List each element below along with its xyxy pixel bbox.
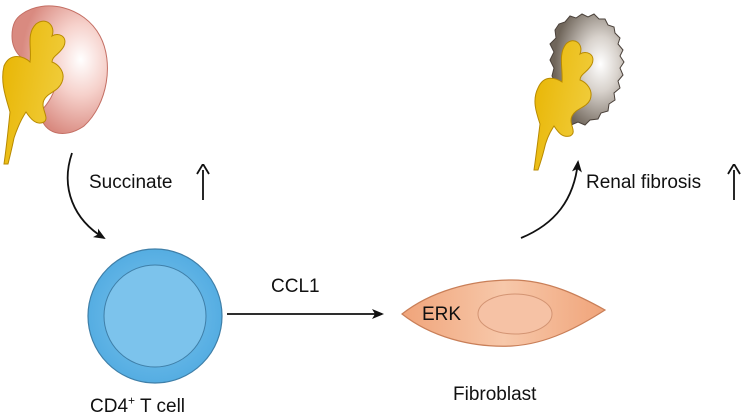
succinate-flow-arrow — [66, 152, 106, 240]
up-arrow-icon — [727, 164, 741, 200]
renal-fibrosis-label: Renal fibrosis — [586, 172, 702, 193]
succinate-label: Succinate — [89, 172, 173, 193]
fibroblast-label: Fibroblast — [453, 384, 537, 405]
fibroblast-nucleus — [477, 293, 553, 335]
t-cell-label-superscript: + — [128, 393, 136, 408]
erk-label: ERK — [422, 304, 462, 325]
fibrotic-kidney-icon — [533, 13, 625, 171]
healthy-kidney-icon — [2, 5, 108, 165]
fibroblast-icon — [401, 279, 607, 347]
t-cell-label: CD4+ T cell — [90, 393, 186, 418]
fibrosis-flow-arrow — [520, 160, 582, 239]
ccl1-label: CCL1 — [271, 276, 320, 297]
t-cell-label-suffix: T cell — [135, 396, 186, 417]
t-cell-icon — [87, 248, 223, 384]
up-arrow-icon — [196, 164, 210, 200]
t-cell-label-prefix: CD4 — [90, 396, 129, 417]
